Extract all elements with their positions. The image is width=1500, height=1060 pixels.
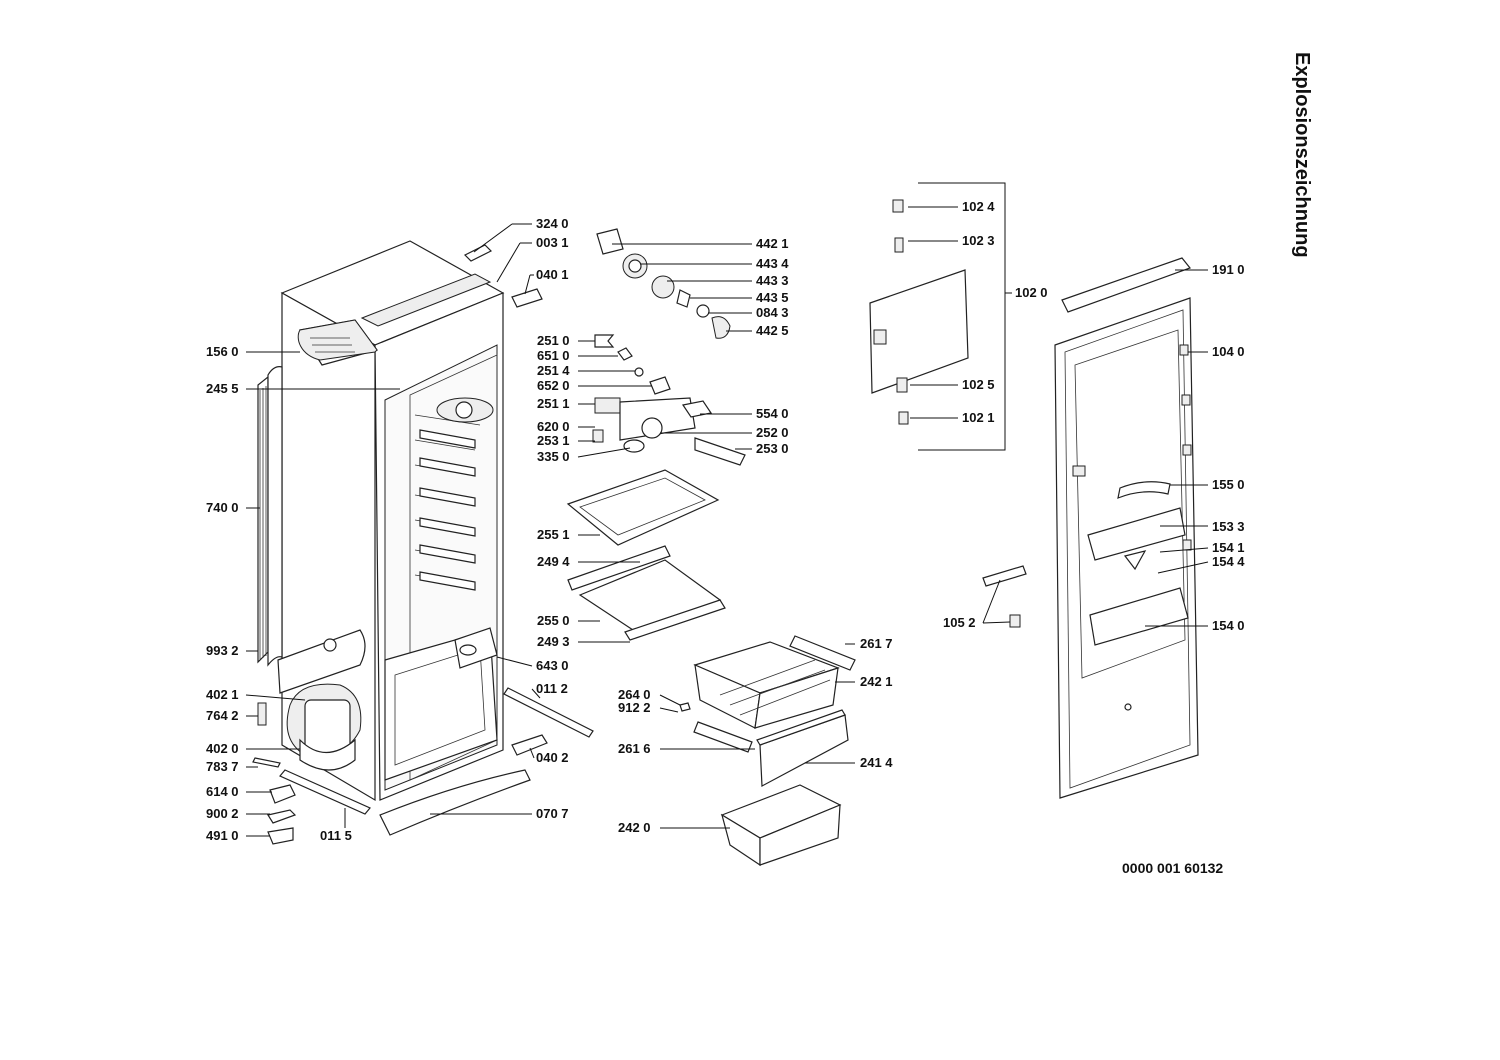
- thermostat-parts: [592, 334, 746, 466]
- runner-rail: [503, 687, 594, 738]
- label-154-1: 154 1: [1212, 540, 1245, 555]
- label-156-0: 156 0: [206, 344, 239, 359]
- label-261-6: 261 6: [618, 741, 651, 756]
- drawer-rail-right: [789, 635, 856, 671]
- label-253-1: 253 1: [537, 433, 570, 448]
- label-155-0: 155 0: [1212, 477, 1245, 492]
- label-993-2: 993 2: [206, 643, 239, 658]
- label-900-2: 900 2: [206, 806, 239, 821]
- label-335-0: 335 0: [537, 449, 570, 464]
- label-245-5: 245 5: [206, 381, 239, 396]
- label-783-7: 783 7: [206, 759, 239, 774]
- stop-pin: [679, 702, 691, 712]
- label-011-2: 011 2: [536, 681, 568, 696]
- label-242-1: 242 1: [860, 674, 893, 689]
- label-102-5: 102 5: [962, 377, 995, 392]
- label-324-0: 324 0: [536, 216, 569, 231]
- label-614-0: 614 0: [206, 784, 239, 799]
- upper-drawer: [693, 641, 840, 729]
- label-651-0: 651 0: [537, 348, 570, 363]
- lower-drawer: [720, 784, 842, 867]
- label-251-4: 251 4: [537, 363, 570, 378]
- label-491-0: 491 0: [206, 828, 239, 843]
- label-443-5: 443 5: [756, 290, 789, 305]
- label-740-0: 740 0: [206, 500, 239, 515]
- label-249-4: 249 4: [537, 554, 570, 569]
- label-040-2: 040 2: [536, 750, 569, 765]
- shelf-trim-rear: [624, 599, 726, 641]
- label-402-0: 402 0: [206, 741, 239, 756]
- label-251-0: 251 0: [537, 333, 570, 348]
- label-554-0: 554 0: [756, 406, 789, 421]
- base-cover: [379, 769, 531, 836]
- main-door: [1054, 257, 1199, 799]
- label-442-5: 442 5: [756, 323, 789, 338]
- document-number: 0000 001 60132: [1122, 860, 1223, 876]
- label-443-4: 443 4: [756, 256, 789, 271]
- label-402-1: 402 1: [206, 687, 239, 702]
- label-261-7: 261 7: [860, 636, 893, 651]
- label-255-1: 255 1: [537, 527, 570, 542]
- label-154-0: 154 0: [1212, 618, 1245, 633]
- label-912-2: 912 2: [618, 700, 651, 715]
- label-643-0: 643 0: [536, 658, 569, 673]
- shelf-trim-front: [567, 545, 671, 591]
- condenser-coil: [257, 366, 283, 667]
- label-652-0: 652 0: [537, 378, 570, 393]
- hinge-block: [1009, 614, 1021, 628]
- label-442-1: 442 1: [756, 236, 789, 251]
- label-241-4: 241 4: [860, 755, 893, 770]
- bottom-hinge: [511, 734, 548, 756]
- label-253-0: 253 0: [756, 441, 789, 456]
- top-cover-clip: [463, 244, 493, 262]
- label-104-0: 104 0: [1212, 344, 1245, 359]
- label-070-7: 070 7: [536, 806, 569, 821]
- diagram-title: Explosionszeichnung: [1291, 52, 1313, 258]
- drawer-rail-left: [693, 721, 753, 753]
- top-hinge: [511, 288, 543, 308]
- compressor-assembly: [252, 629, 371, 845]
- hinge-cover: [982, 565, 1027, 587]
- glass-shelf-upper: [566, 469, 720, 546]
- part-labels: 324 0 003 1 040 1 156 0 245 5 740 0 993 …: [206, 199, 1245, 843]
- label-003-1: 003 1: [536, 235, 569, 250]
- label-102-1: 102 1: [962, 410, 995, 425]
- label-102-3: 102 3: [962, 233, 995, 248]
- label-252-0: 252 0: [756, 425, 789, 440]
- ice-tray: [297, 319, 379, 366]
- label-011-5: 011 5: [320, 828, 352, 843]
- label-102-4: 102 4: [962, 199, 995, 214]
- label-255-0: 255 0: [537, 613, 570, 628]
- label-443-3: 443 3: [756, 273, 789, 288]
- label-084-3: 084 3: [756, 305, 789, 320]
- label-620-0: 620 0: [537, 419, 570, 434]
- freezer-door-panel: [869, 182, 1006, 451]
- leader-lines: [245, 206, 1209, 837]
- label-040-1: 040 1: [536, 267, 569, 282]
- label-154-4: 154 4: [1212, 554, 1245, 569]
- label-102-0: 102 0: [1015, 285, 1048, 300]
- label-264-0: 264 0: [618, 687, 651, 702]
- label-105-2: 105 2: [943, 615, 976, 630]
- label-249-3: 249 3: [537, 634, 570, 649]
- label-764-2: 764 2: [206, 708, 239, 723]
- label-191-0: 191 0: [1212, 262, 1245, 277]
- label-251-1: 251 1: [537, 396, 570, 411]
- fan-motor-parts: [596, 228, 731, 339]
- label-242-0: 242 0: [618, 820, 651, 835]
- drawer-cover: [756, 709, 849, 787]
- label-153-3: 153 3: [1212, 519, 1245, 534]
